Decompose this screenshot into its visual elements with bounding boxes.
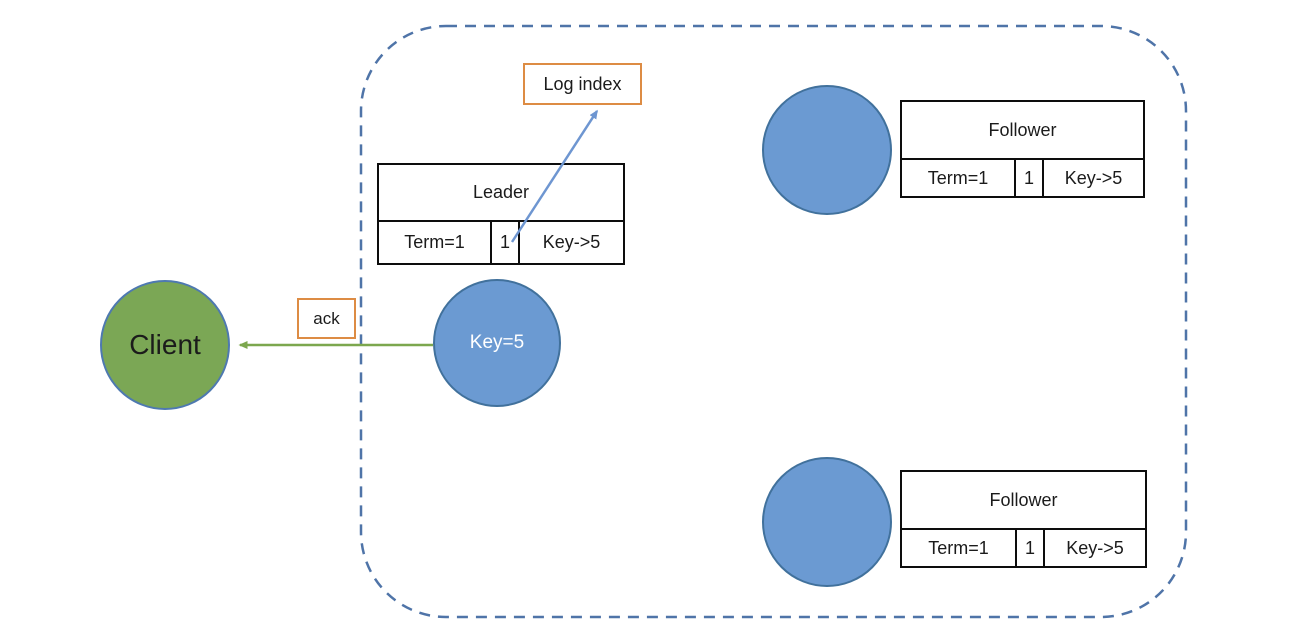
client-label: Client — [129, 329, 201, 360]
follower-2-log-row: Term=1 1 Key->5 — [902, 530, 1145, 566]
follower-1-entry-cell: Key->5 — [1064, 167, 1123, 188]
key-label: Key=5 — [469, 332, 525, 353]
leader-node: Key=5 — [433, 279, 561, 407]
follower-1-node — [762, 85, 892, 215]
follower-2-index-cell: 1 — [1015, 530, 1045, 566]
ack-callout: ack — [297, 298, 356, 339]
leader-term-cell: Term=1 — [404, 232, 465, 252]
client-node: Client — [100, 280, 230, 410]
follower-2-node — [762, 457, 892, 587]
follower-2-title: Follower — [902, 472, 1145, 530]
follower-1-term-cell: Term=1 — [927, 167, 989, 188]
log-index-label: Log index — [543, 73, 622, 94]
log-index-callout: Log index — [523, 63, 642, 105]
follower-1-title: Follower — [902, 102, 1143, 160]
ack-label: ack — [313, 308, 340, 328]
follower-1-table: Follower Term=1 1 Key->5 — [900, 100, 1145, 198]
follower-2-table: Follower Term=1 1 Key->5 — [900, 470, 1147, 568]
leader-index-cell: 1 — [490, 222, 520, 263]
follower-1-index-cell: 1 — [1014, 160, 1044, 196]
leader-title: Leader — [379, 165, 623, 222]
follower-2-term-cell: Term=1 — [928, 537, 989, 558]
leader-table: Leader Term=1 1 Key->5 — [377, 163, 625, 265]
follower-2-entry-cell: Key->5 — [1066, 537, 1124, 558]
leader-log-row: Term=1 1 Key->5 — [379, 222, 623, 263]
follower-1-log-row: Term=1 1 Key->5 — [902, 160, 1143, 196]
leader-entry-cell: Key->5 — [542, 232, 601, 252]
